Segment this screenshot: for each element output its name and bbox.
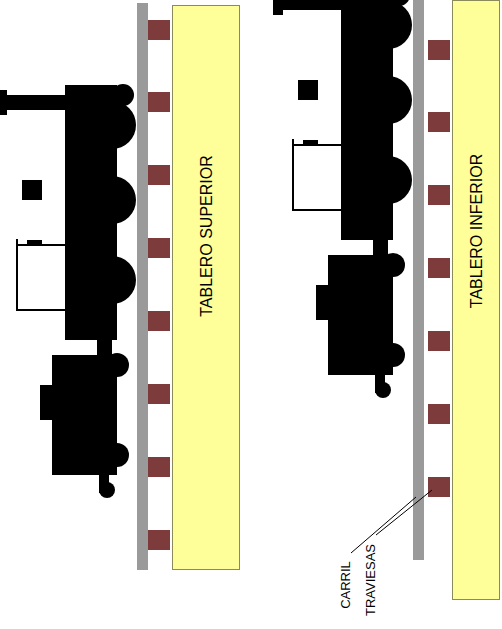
sleeper	[428, 112, 450, 132]
leader-line	[351, 497, 416, 553]
leader-line	[376, 490, 432, 535]
board-label: TABLERO SUPERIOR	[198, 155, 216, 317]
sleepers	[428, 40, 450, 497]
sleeper	[148, 384, 170, 404]
locomotive	[0, 84, 136, 498]
locomotive	[273, 0, 412, 398]
sleeper	[428, 331, 450, 351]
part-label: TRAVIESAS	[364, 543, 378, 617]
sleeper	[148, 457, 170, 477]
sleeper	[148, 530, 170, 550]
rail	[137, 3, 148, 570]
sleeper	[148, 311, 170, 331]
sleeper	[428, 258, 450, 278]
board-box: TABLERO SUPERIOR	[172, 5, 240, 570]
sleeper	[428, 185, 450, 205]
board-box: TABLERO INFERIOR	[452, 0, 500, 600]
sleeper	[428, 477, 450, 497]
sleeper	[148, 92, 170, 112]
sleepers	[148, 20, 170, 550]
sleeper	[148, 20, 170, 40]
sleeper	[148, 165, 170, 185]
sleeper	[428, 40, 450, 60]
rail	[413, 0, 424, 560]
board-label: TABLERO INFERIOR	[468, 154, 486, 308]
part-label: CARRIL	[339, 560, 353, 610]
sleeper	[428, 404, 450, 424]
sleeper	[148, 238, 170, 258]
